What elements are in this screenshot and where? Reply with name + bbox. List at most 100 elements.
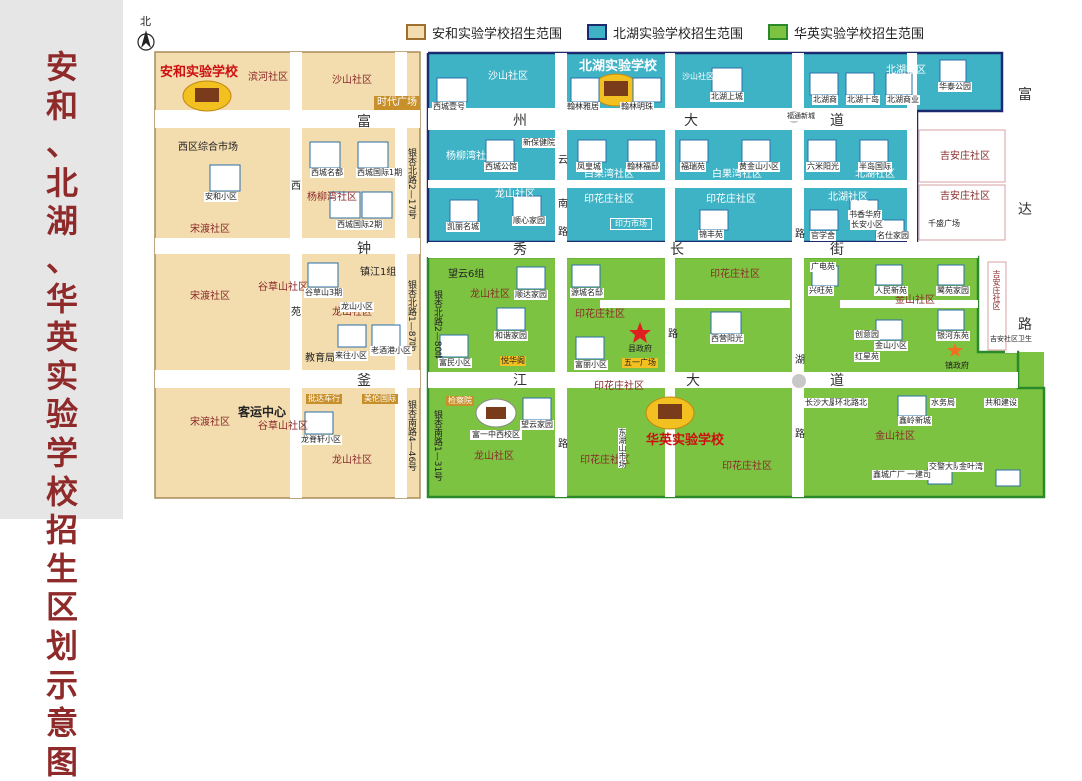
label-shidai: 时代广场 xyxy=(374,96,420,110)
bldg-jinshan-xiaoqu: 金山小区 xyxy=(874,341,908,351)
road-fujiang-2: 江 xyxy=(513,373,527,389)
bldg-furui: 福瑞苑 xyxy=(680,162,706,172)
road-xiuzhong-1: 钟 xyxy=(357,241,371,257)
bldg-laojiugang: 老酒港小区 xyxy=(370,346,412,356)
label-wangyun: 望云6组 xyxy=(448,269,485,280)
bldg-chuangyi: 创意园 xyxy=(854,330,880,340)
bldg-xiying: 西营阳光 xyxy=(710,334,744,344)
legend-label-anhe: 安和实验学校招生范围 xyxy=(432,26,563,42)
bldg-shuiwu: 水务局 xyxy=(930,398,956,408)
road-fujiang-3: 大 xyxy=(686,373,700,389)
label-fuyizhong: 富一中西校区 xyxy=(470,430,522,440)
bldg-longshan-xiaoqu: 龙山小区 xyxy=(340,302,374,312)
label-binhe: 滨河社区 xyxy=(248,72,288,83)
label-jiaoyuju: 教育局 xyxy=(305,353,335,364)
label-town-gov: 镇政府 xyxy=(945,361,969,370)
road-lu-3: 路 xyxy=(558,439,568,450)
road-lu-4: 路 xyxy=(795,429,805,440)
label-keyun: 客运中心 xyxy=(238,405,287,419)
bldg-yuehua: 悦华阁 xyxy=(500,356,526,366)
label-shashan-bh-2: 沙山社区 xyxy=(682,72,714,81)
bldg-guangdian: 广电苑 xyxy=(810,262,836,272)
road-xiuzhong-4: 街 xyxy=(830,242,844,258)
bldg-xicheng-mingdu: 西城名都 xyxy=(310,168,344,178)
label-baiguowan-2: 白果湾社区 xyxy=(712,169,762,180)
label-jianzhuang-1: 吉安庄社区 xyxy=(940,151,990,162)
label-shashan-bh-1: 沙山社区 xyxy=(488,71,528,82)
road-yinxing-s1: 银杏南路4—46号 xyxy=(406,400,416,472)
label-yinhuazhuang-bh-2: 印花庄社区 xyxy=(706,194,756,205)
bldg-kaili: 凯丽名城 xyxy=(446,222,480,232)
road-yunnan-2: 南 xyxy=(558,199,568,210)
legend-item-anhe: 安和实验学校招生范围 xyxy=(406,22,562,42)
bldg-gonghe: 共和建设 xyxy=(984,398,1018,408)
label-county-gov: 县政府 xyxy=(628,344,652,353)
bldg-bandao: 半岛国际 xyxy=(858,162,892,172)
label-yinhuazhuang-hy-4: 印花庄社区 xyxy=(580,455,630,466)
bldg-beihu-c: 北湖十岛 xyxy=(846,95,880,105)
bldg-hanlin-fudi: 翰林福邸 xyxy=(626,162,660,172)
bldg-jiaojing: 交警大队 xyxy=(928,462,962,472)
road-fuzhou-1: 富 xyxy=(357,114,371,130)
label-jianzhuang-3: 吉安庄社区 xyxy=(992,270,1001,310)
label-gucaoshan-1: 谷草山社区 xyxy=(258,282,308,293)
legend-swatch-beihu xyxy=(587,24,607,40)
bldg-beihu-b: 北湖商 xyxy=(812,95,838,105)
label-shashan-anhe: 沙山社区 xyxy=(332,75,372,86)
label-yinhuazhuang-bh-1: 印花庄社区 xyxy=(584,194,634,205)
road-yunnan-3: 路 xyxy=(558,227,568,238)
shop-pida: 批达车行 xyxy=(306,394,342,404)
label-yinhuazhuang-hy-3: 印花庄社区 xyxy=(722,461,772,472)
label-songdu-3: 宋渡社区 xyxy=(190,417,230,428)
label-longshan-hy-1: 龙山社区 xyxy=(470,289,510,300)
road-hu: 湖 xyxy=(795,355,805,366)
bldg-wangyun-jiayuan: 望云家园 xyxy=(520,420,554,430)
legend-item-beihu: 北湖实验学校招生范围 xyxy=(587,22,743,42)
label-zhenjiang: 镇江1组 xyxy=(360,267,397,278)
label-beihu-1: 北湖社区 xyxy=(886,65,926,76)
bldg-hanlin1: 翰林雅居 xyxy=(566,102,600,112)
bldg-yinhe: 银河东苑 xyxy=(936,331,970,341)
school-huaying-label: 华英实验学校 xyxy=(646,433,725,448)
bldg-yuancheng: 源城名邸 xyxy=(570,288,604,298)
bldg-hongxing: 红星苑 xyxy=(854,352,880,362)
bldg-xicheng-intl-2: 西城国际2期 xyxy=(336,220,384,230)
road-yinxing-n2: 银杏北路2—80号 xyxy=(432,290,442,362)
legend-swatch-anhe xyxy=(406,24,426,40)
bldg-fuli: 富丽小区 xyxy=(574,360,608,370)
road-fuzhou-4: 道 xyxy=(830,113,844,129)
bldg-changan: 长安小区 xyxy=(850,220,884,230)
label-gucaoshan-2: 谷草山社区 xyxy=(258,421,308,432)
bldg-yinli-market: 印力市场 xyxy=(610,218,652,230)
road-fujiang-4: 道 xyxy=(830,373,844,389)
label-longshan-hy-2: 龙山社区 xyxy=(474,451,514,462)
label-yangliuwan-bh: 杨柳湾社区 xyxy=(446,151,496,162)
shop-meilun: 美伦国际 xyxy=(362,394,398,404)
label-jianzhuang-2: 吉安庄社区 xyxy=(940,191,990,202)
bldg-yijiansi: 一建司 xyxy=(906,470,932,480)
road-xi: 西 xyxy=(291,181,301,192)
bldg-luyuan: 鹭苑家园 xyxy=(936,286,970,296)
legend-label-beihu: 北湖实验学校招生范围 xyxy=(613,26,744,42)
bldg-xicheng-gongguan: 西城公馆 xyxy=(484,162,518,172)
label-xiqu-market: 西区综合市场 xyxy=(178,142,238,153)
bldg-laiwang: 来往小区 xyxy=(334,351,368,361)
bldg-liumi: 六米阳光 xyxy=(806,162,840,172)
label-longshan-bh: 龙山社区 xyxy=(495,189,535,200)
road-xiuzhong-3: 长 xyxy=(670,242,684,258)
bldg-longjixuan: 龙脊轩小区 xyxy=(300,435,342,445)
bldg-hanlin2: 翰林明珠 xyxy=(620,102,654,112)
bldg-shunxin: 顺心家园 xyxy=(512,216,546,226)
road-yinxing-n1: 银杏北路2—17号 xyxy=(406,148,416,220)
bldg-changsha: 长沙大厦 xyxy=(804,398,838,408)
school-beihu-label: 北湖实验学校 xyxy=(579,59,658,74)
bldg-beihushang: 北湖上城 xyxy=(710,92,744,102)
bldg-jinfeng: 锦丰苑 xyxy=(698,230,724,240)
road-fuda-1: 富 xyxy=(1018,87,1032,103)
label-yinhuazhuang-hy-1: 印花庄社区 xyxy=(575,309,625,320)
bldg-anhe-xiaoqu: 安和小区 xyxy=(204,192,238,202)
road-fuzhou-3: 大 xyxy=(684,113,698,129)
bldg-xicheng-intl-1: 西城国际1期 xyxy=(356,168,404,178)
legend-item-huaying: 华英实验学校招生范围 xyxy=(768,22,924,42)
legend-swatch-huaying xyxy=(768,24,788,40)
